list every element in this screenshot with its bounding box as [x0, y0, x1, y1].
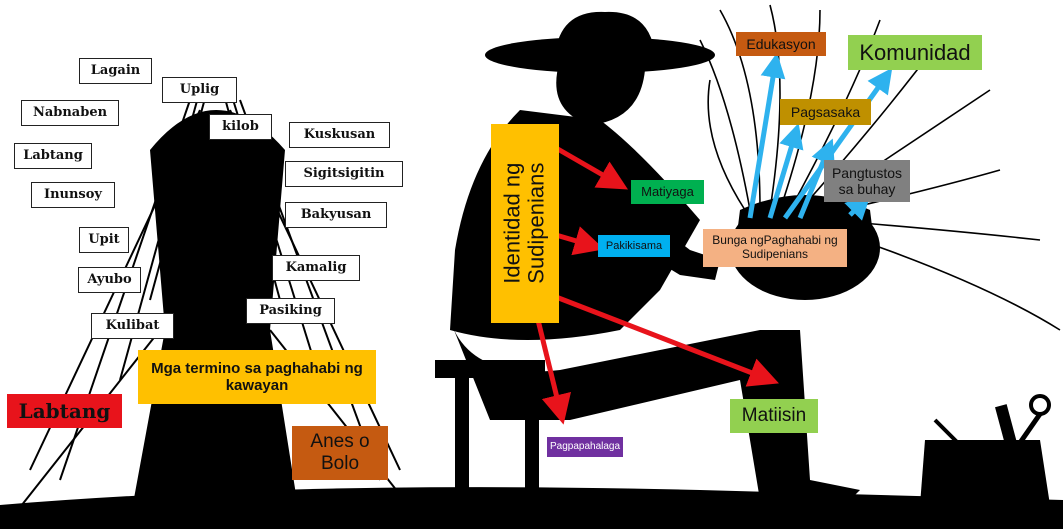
term-labtang: Labtang	[14, 143, 92, 169]
komunidad-label: Komunidad	[848, 35, 982, 70]
pakikisama-label: Pakikisama	[598, 235, 670, 257]
term-kulibat: Kulibat	[91, 313, 174, 339]
term-ayubo: Ayubo	[78, 267, 141, 293]
term-sigitsigitin: Sigitsigitin	[285, 161, 403, 187]
term-nabnaben: Nabnaben	[21, 100, 119, 126]
term-uplig: Uplig	[162, 77, 237, 103]
mga-termino-label: Mga termino sa paghahabi ng kawayan	[138, 350, 376, 404]
term-lagain: Lagain	[79, 58, 152, 84]
red-arrows	[535, 145, 779, 425]
pangtustos-label: Pangtustos sa buhay	[824, 160, 910, 202]
identidad-label: Identidad ng Sudipenians	[491, 124, 559, 323]
bunga-label: Bunga ngPaghahabi ng Sudipenians	[703, 229, 847, 267]
term-kilob: kilob	[209, 114, 272, 140]
term-kuskusan: Kuskusan	[289, 122, 390, 148]
labtang-red-label: Labtang	[7, 394, 122, 428]
tool-basket	[920, 394, 1051, 505]
matiisin-label: Matiisin	[730, 399, 818, 433]
term-kamalig: Kamalig	[272, 255, 360, 281]
identidad-label-text: Identidad ng Sudipenians	[499, 162, 549, 285]
term-inunsoy: Inunsoy	[31, 182, 115, 208]
anes-o-bolo-label: Anes o Bolo	[292, 426, 388, 480]
matiyaga-label: Matiyaga	[631, 180, 704, 204]
pagpapahalaga-label: Pagpapahalaga	[547, 437, 623, 457]
term-bakyusan: Bakyusan	[285, 202, 387, 228]
pagsasaka-label: Pagsasaka	[780, 99, 871, 125]
term-pasiking: Pasiking	[246, 298, 335, 324]
term-upit: Upit	[79, 227, 129, 253]
bamboo-bundle-core	[130, 110, 300, 520]
edukasyon-label: Edukasyon	[736, 32, 826, 56]
